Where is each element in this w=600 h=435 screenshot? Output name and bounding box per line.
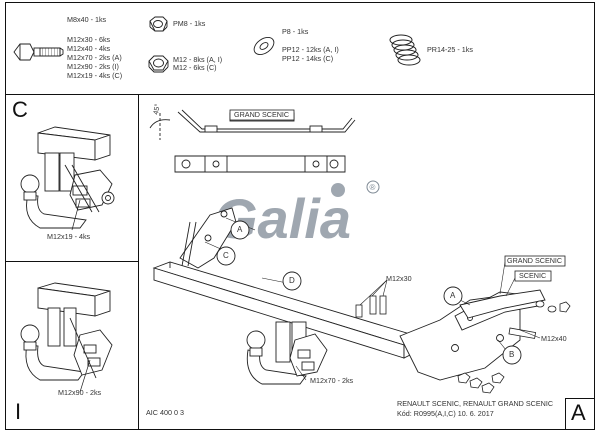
washer-pp12-ai-label: PP12 - 12ks (A, I) [282, 45, 339, 54]
callout-circles [216, 220, 522, 365]
doc-code: AIC 400 0 3 [146, 408, 184, 417]
scenic-right-label: SCENIC [519, 271, 547, 280]
galia-logo: Galia ® [214, 180, 380, 250]
panel-c-leader-line [71, 199, 81, 231]
nut-small-icon [149, 16, 168, 32]
callout-a-left: A [237, 225, 243, 234]
bolt-m12x40-label: M12x40 - 4ks [67, 44, 111, 53]
m12x70-label: M12x70 - 2ks [310, 376, 354, 385]
callout-c: C [223, 251, 229, 260]
tow-ball-drawing [246, 321, 328, 385]
logo-reg: ® [370, 183, 376, 192]
panel-c-hitch-drawing [20, 126, 115, 229]
callout-a-right: A [450, 291, 456, 300]
bolt-m12x70-label: M12x70 - 2ks (A) [67, 53, 122, 62]
washer-p8-label: P8 - 1ks [282, 27, 309, 36]
grand-scenic-right-label: GRAND SCENIC [507, 256, 563, 265]
main-drawing-frame [138, 94, 595, 430]
washer-pp12-c-label: PP12 - 14ks (C) [282, 54, 334, 63]
bolt-m12x19-label: M12x19 - 4ks (C) [67, 71, 123, 80]
nut-pm8-label: PM8 - 1ks [173, 19, 206, 28]
callout-d: D [289, 276, 295, 285]
flat-bracket-drawing [174, 155, 346, 173]
sheet-letter: A [571, 400, 586, 425]
nut-m12-c-label: M12 - 6ks (C) [173, 63, 217, 72]
label-boxes [229, 109, 566, 282]
bolt-m8x40-label: M8x40 - 1ks [67, 15, 107, 24]
spring-label: PR14-25 - 1ks [427, 45, 473, 54]
bolt-icon [13, 43, 64, 61]
panel-i-letter: I [15, 399, 22, 424]
bolt-m12x90-label: M12x90 - 2ks (I) [67, 62, 119, 71]
hardware-bottom-right [355, 295, 571, 394]
m12x30-label: M12x30 [386, 274, 412, 283]
grand-scenic-top-label: GRAND SCENIC [234, 110, 290, 119]
panel-c-letter: C [12, 97, 28, 122]
spring-icon [389, 34, 421, 66]
panel-c-bolt-label: M12x19 - 4ks [47, 232, 91, 241]
sheet-letter-box [565, 398, 595, 430]
callout-b: B [509, 350, 515, 359]
bolt-m12x30-label: M12x30 - 6ks [67, 35, 111, 44]
panel-i-hitch-drawing [20, 282, 113, 381]
right-plate-a [459, 289, 546, 319]
vehicle-label: RENAULT SCENIC, RENAULT GRAND SCENIC [397, 399, 554, 408]
nut-m12-ai-label: M12 - 8ks (A, I) [173, 55, 223, 64]
m12x40-label: M12x40 [541, 334, 567, 343]
logo-text: Galia [214, 187, 351, 250]
panel-i-bolt-label: M12x90 - 2ks [58, 388, 102, 397]
nut-large-icon [148, 55, 169, 73]
kod-label: Kód: R0995(A,I,C) 10. 6. 2017 [397, 409, 494, 418]
washer-icon [253, 37, 275, 55]
panel-i-leader-line [79, 359, 91, 393]
